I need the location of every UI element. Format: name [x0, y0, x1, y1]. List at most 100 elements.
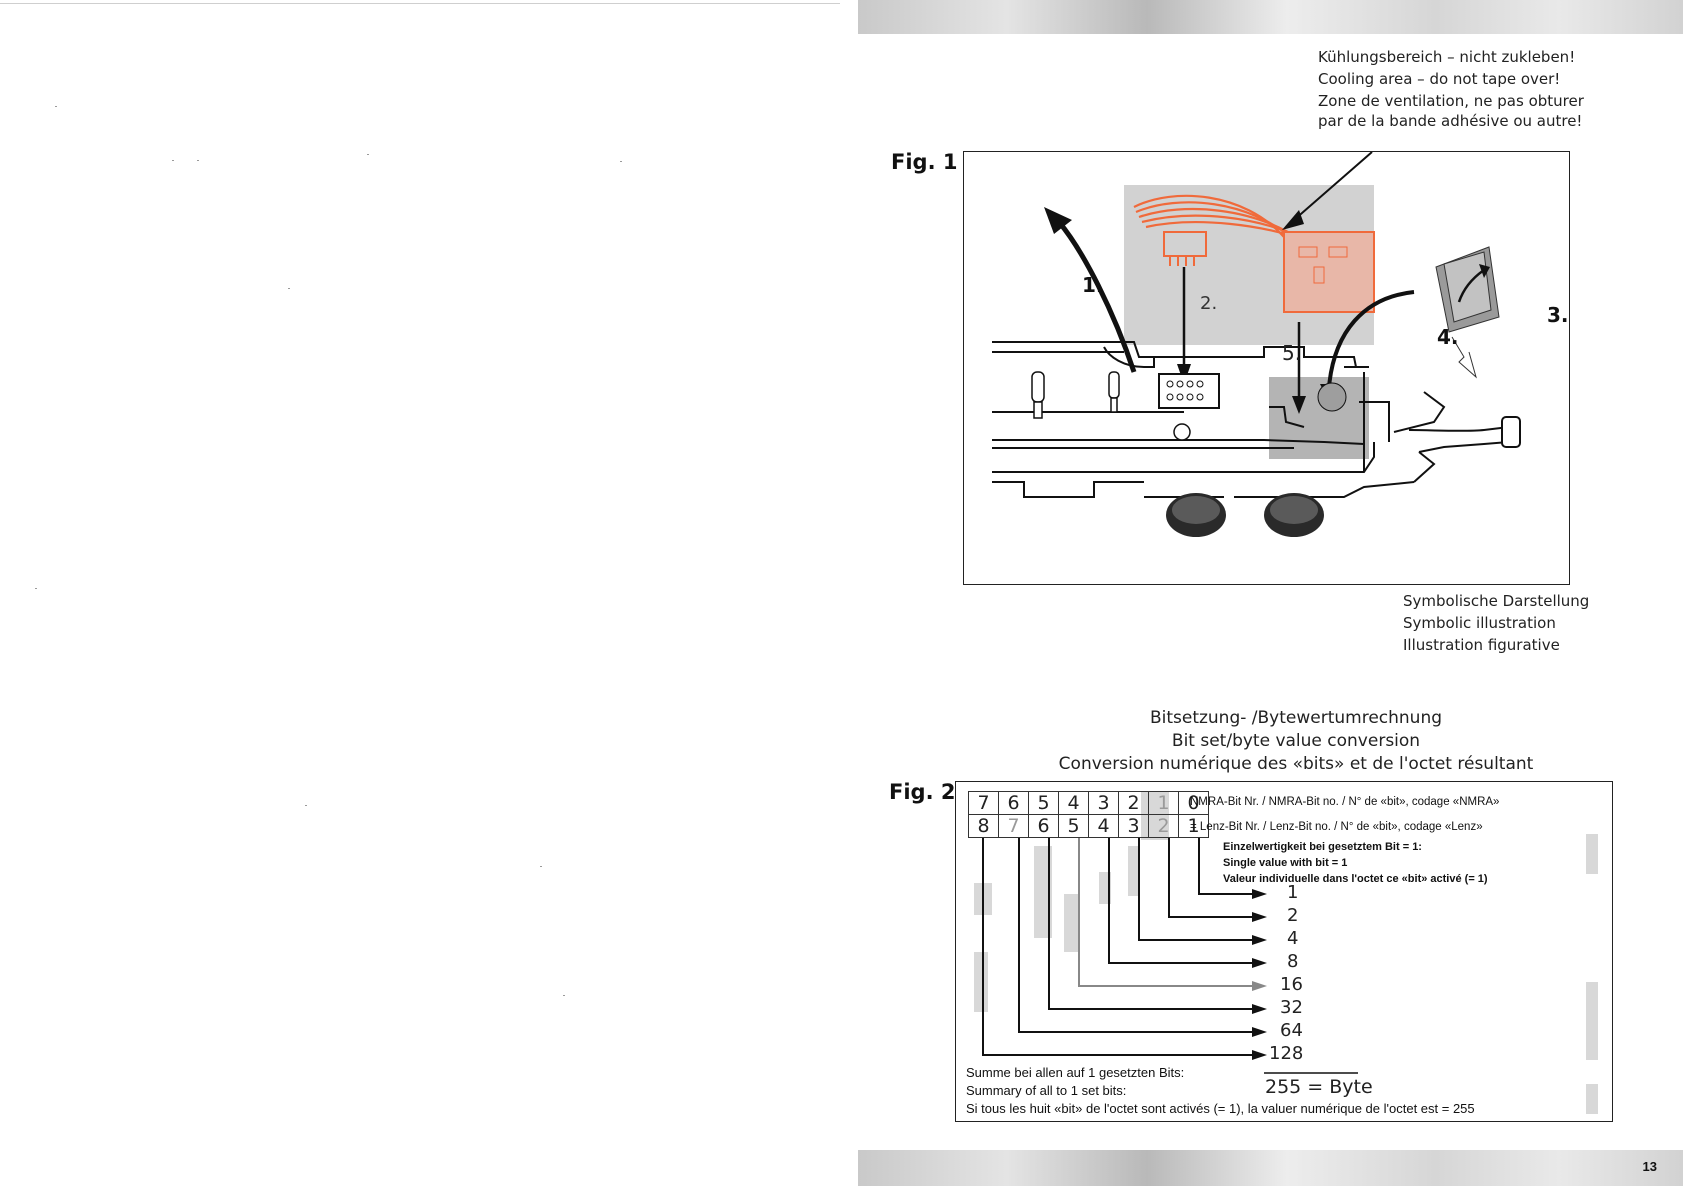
coupling-hook [1501, 416, 1521, 448]
speck [367, 154, 369, 155]
caption-line: Symbolic illustration [1403, 614, 1556, 632]
step-label: 4. [1437, 325, 1459, 349]
cooling-note: Kühlungsbereich – nicht zukleben! Coolin… [1318, 46, 1584, 132]
wire-bit1 [1168, 838, 1252, 918]
arrow-1-head [1044, 207, 1072, 234]
wire-bit0 [1198, 838, 1252, 895]
light-bulbs [1031, 371, 1120, 419]
title-line: Bit set/byte value conversion [1171, 731, 1421, 751]
arrow-head [1252, 1027, 1267, 1037]
bit-cell: 6 [1028, 814, 1059, 838]
bit-cell: 0 [1178, 791, 1209, 815]
single-value-line: Valeur individuelle dans l'octet ce «bit… [1223, 873, 1488, 885]
step-label: 3. [1547, 303, 1569, 327]
scan-shade [1034, 846, 1052, 938]
bit-value: 64 [1280, 1020, 1303, 1041]
bit-wiring [982, 838, 1358, 1074]
step-label: 1. [1082, 273, 1104, 297]
bit-value: 4 [1287, 928, 1299, 949]
wire-bit7 [982, 838, 1252, 1056]
scan-shade [1064, 894, 1080, 952]
caption-line: Symbolische Darstellung [1403, 592, 1590, 610]
byte-result: 255 = Byte [1265, 1076, 1373, 1098]
bit-cell: 3 [1088, 791, 1119, 815]
cooling-arrow [1293, 152, 1373, 221]
bit-value: 128 [1269, 1043, 1304, 1064]
title-line: Bitsetzung- /Bytewertumrechnung [1149, 708, 1443, 728]
cooling-line: par de la bande adhésive ou autre! [1318, 112, 1583, 130]
wire-bit4 [1078, 838, 1252, 987]
left-page [0, 3, 840, 996]
interface-socket [1158, 373, 1220, 409]
sum-line-de: Summe bei allen auf 1 gesetzten Bits: [966, 1065, 1185, 1080]
bit-value: 8 [1287, 951, 1299, 972]
arrow-head [1252, 1050, 1267, 1060]
page-number: 13 [1642, 1159, 1657, 1174]
speck [35, 588, 37, 589]
arrow-head [1252, 958, 1267, 968]
fig2-bit-conversion: 7 6 5 4 3 2 1 0 8 7 6 5 4 3 2 1 NMRA-Bit… [955, 781, 1613, 1122]
bit-value: 2 [1287, 905, 1299, 926]
locomotive-illustration: 1. 2. 3. 4. 5. [992, 152, 1569, 537]
step-label: 5. [1282, 341, 1301, 365]
speck [197, 160, 199, 161]
socket-pins [1166, 380, 1204, 401]
speck [540, 866, 542, 867]
scan-shade [1128, 846, 1140, 896]
speck [172, 160, 174, 161]
bit-cell: 1 [1178, 814, 1209, 838]
scan-shade [1586, 982, 1598, 1060]
fig2-title: Bitsetzung- /Bytewertumrechnung Bit set/… [1000, 707, 1592, 776]
nmra-bit-row: 7 6 5 4 3 2 1 0 [968, 791, 1209, 815]
arrow-head [1252, 889, 1267, 899]
arrow-4 [1327, 290, 1415, 388]
wheel-hub [1270, 496, 1318, 524]
decoder-wire [1269, 406, 1305, 428]
single-value-line: Einzelwertigkeit bei gesetztem Bit = 1: [1223, 841, 1422, 853]
fig1-illustration: 1. 2. 3. 4. 5. [963, 151, 1570, 585]
scan-shade [1586, 834, 1598, 874]
bit-value: 32 [1280, 997, 1303, 1018]
cooling-line: Cooling area – do not tape over! [1318, 70, 1561, 88]
bit-value: 1 [1287, 882, 1299, 903]
wire-bit6 [1018, 838, 1252, 1033]
plug-pins [1169, 256, 1195, 266]
bit-cell: 8 [968, 814, 999, 838]
step-label: 2. [1200, 293, 1217, 314]
title-line: Conversion numérique des «bits» et de l'… [1058, 754, 1534, 774]
bit-table: 7 6 5 4 3 2 1 0 8 7 6 5 4 3 2 1 [968, 791, 1209, 838]
cooling-hole [1317, 382, 1347, 412]
sticker-arrow [1457, 268, 1485, 303]
bit-cell: 1 [1148, 791, 1179, 815]
single-value-line: Single value with bit = 1 [1223, 857, 1348, 869]
wire-bit5 [1048, 838, 1252, 1010]
wire-bit2 [1138, 838, 1252, 941]
sticker-peel [1451, 336, 1477, 379]
speck [305, 805, 307, 806]
speck [288, 288, 290, 289]
cooling-arrow-head [1282, 210, 1304, 230]
cooling-line: Zone de ventilation, ne pas obturer [1318, 92, 1584, 110]
fig1-caption: Symbolische Darstellung Symbolic illustr… [1403, 590, 1589, 656]
sum-line-fr: Si tous les huit «bit» de l'octet sont a… [966, 1101, 1475, 1116]
bit-cell: 2 [1118, 791, 1149, 815]
cooling-area-shade [1269, 377, 1369, 459]
bit-value: 16 [1280, 974, 1303, 995]
arrow-head [1252, 981, 1267, 991]
speck [620, 161, 622, 162]
caption-line: Illustration figurative [1403, 636, 1560, 654]
sticker-arrow-head [1479, 264, 1490, 278]
locomotive-body [992, 341, 1510, 498]
top-gray-band [858, 0, 1683, 34]
fig2-label: Fig. 2 [889, 780, 956, 804]
speck [563, 995, 565, 996]
arrow-head [1252, 935, 1267, 945]
arrow-1 [1057, 220, 1137, 373]
scan-shade [1586, 1084, 1598, 1114]
scan-shade [974, 952, 988, 1012]
nmra-label: NMRA-Bit Nr. / NMRA-Bit no. / N° de «bit… [1190, 796, 1500, 808]
lenz-label: = Lenz-Bit Nr. / Lenz-Bit no. / N° de «b… [1190, 821, 1483, 833]
top-rule [0, 3, 840, 4]
cooling-line: Kühlungsbereich – nicht zukleben! [1318, 48, 1576, 66]
bit-cell: 4 [1088, 814, 1119, 838]
